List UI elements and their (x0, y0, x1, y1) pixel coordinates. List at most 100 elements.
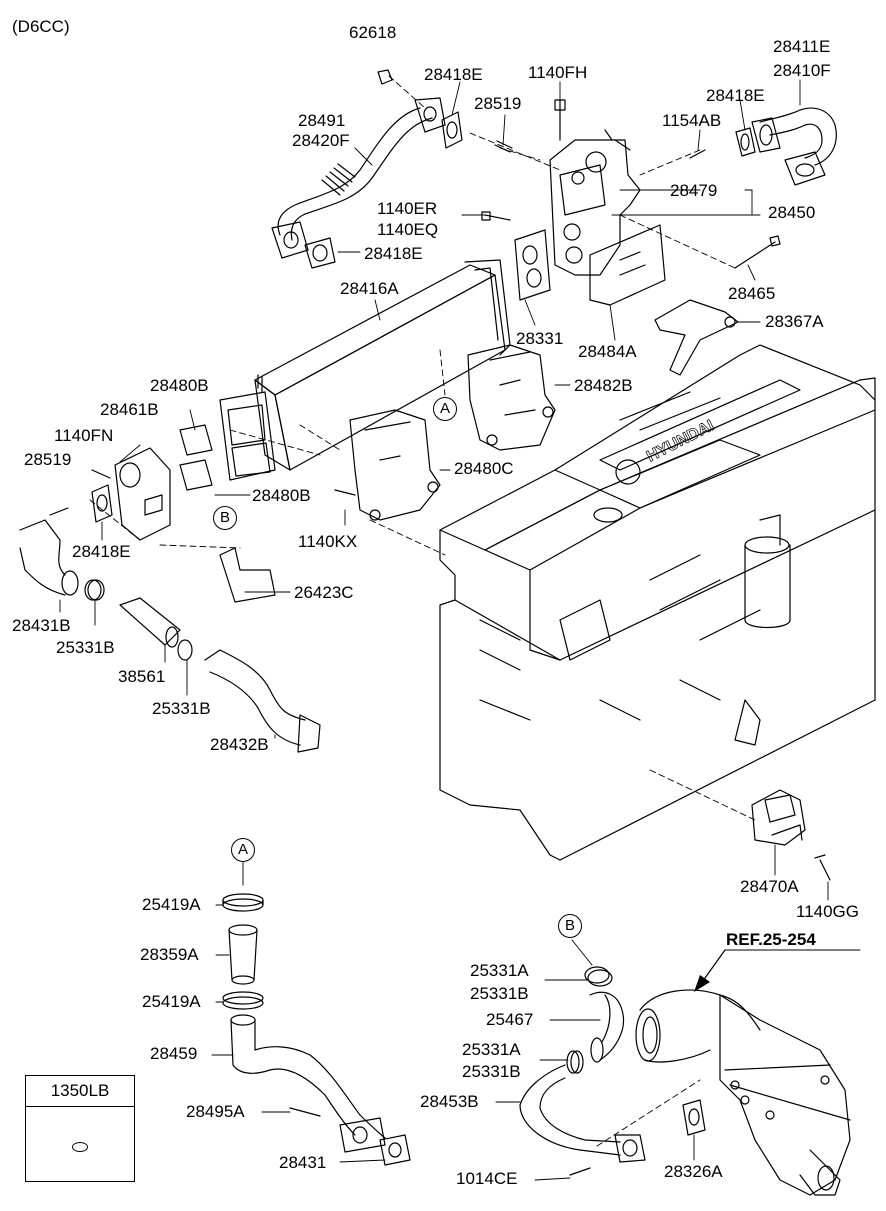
part-label-1140FH[interactable]: 1140FH (528, 63, 588, 82)
part-label-28331[interactable]: 28331 (516, 329, 564, 348)
hose-28359A (228, 924, 258, 985)
bracket-28480C (349, 409, 441, 521)
part-label-28418E-mid[interactable]: 28418E (364, 244, 423, 263)
bracket-28482B (467, 344, 556, 451)
part-label-25331A-bot[interactable]: 25331A (462, 1040, 521, 1059)
part-label-1140ER[interactable]: 1140ER (377, 199, 438, 218)
pipe-28432B (204, 649, 321, 753)
stud-28519-left (49, 507, 69, 516)
hose-38561 (119, 597, 181, 646)
part-label-28519-top[interactable]: 28519 (474, 94, 522, 113)
part-label-1014CE[interactable]: 1014CE (456, 1169, 518, 1188)
bolt-28465 (734, 235, 781, 269)
flap-28480B-top (179, 424, 213, 456)
callout-A-bot: A (231, 838, 255, 862)
part-label-38561[interactable]: 38561 (118, 667, 166, 686)
clamp-25419A-top (222, 893, 264, 912)
bolt-1014CE (569, 1167, 591, 1176)
nut-62618 (377, 69, 393, 85)
flange-28459 (339, 1117, 386, 1153)
part-label-28453B[interactable]: 28453B (420, 1092, 479, 1111)
part-label-28431B[interactable]: 28431B (12, 616, 71, 635)
callout-B-top: B (213, 506, 237, 530)
ref-label[interactable]: REF.25-254 (726, 930, 816, 949)
part-label-28484A[interactable]: 28484A (578, 342, 637, 361)
part-label-25419A-bot[interactable]: 25419A (142, 992, 201, 1011)
egr-pipe-28411E (689, 107, 837, 186)
part-label-28470A[interactable]: 28470A (740, 877, 799, 896)
part-label-28431[interactable]: 28431 (279, 1153, 327, 1172)
part-label-28491[interactable]: 28491 (298, 111, 346, 130)
part-label-28479[interactable]: 28479 (670, 181, 718, 200)
gasket-28418E-top (441, 111, 463, 149)
part-label-28459[interactable]: 28459 (150, 1044, 198, 1063)
part-label-62618[interactable]: 62618 (349, 23, 397, 42)
part-label-28519-left[interactable]: 28519 (24, 450, 72, 469)
hose-25467 (589, 991, 624, 1063)
part-label-28359A[interactable]: 28359A (140, 945, 199, 964)
part-label-25331A-top[interactable]: 25331A (470, 961, 529, 980)
part-label-28450[interactable]: 28450 (768, 203, 816, 222)
part-label-28367A[interactable]: 28367A (765, 312, 824, 331)
part-label-28326A[interactable]: 28326A (664, 1162, 723, 1181)
part-label-1140GG[interactable]: 1140GG (796, 902, 860, 921)
part-label-28418E-low[interactable]: 28418E (72, 542, 131, 561)
part-label-28420F[interactable]: 28420F (292, 131, 350, 150)
part-label-28410F[interactable]: 28410F (773, 61, 831, 80)
clamp-25331A-bot (566, 1050, 584, 1074)
part-label-28480B-top[interactable]: 28480B (150, 376, 209, 395)
bolt-1140ER (481, 211, 511, 221)
clamp-25331B-a (84, 579, 102, 601)
engine-block (439, 344, 876, 861)
part-label-1140FN[interactable]: 1140FN (54, 426, 114, 445)
pipe-28431B (19, 519, 79, 596)
part-label-28416A[interactable]: 28416A (340, 279, 399, 298)
part-label-1140KX[interactable]: 1140KX (298, 532, 358, 551)
gasket-28326A (682, 1099, 706, 1136)
gasket-28480B (219, 391, 276, 481)
part-label-28411E[interactable]: 28411E (773, 37, 831, 56)
part-label-28461B[interactable]: 28461B (100, 400, 159, 419)
gasket-28418E-mid (304, 237, 336, 269)
flange-28461B (114, 447, 171, 541)
callout-B-bot: B (558, 914, 582, 938)
pipe-28453B (519, 1064, 646, 1163)
bolt-1140FH (554, 99, 566, 141)
part-label-1154AB[interactable]: 1154AB (662, 111, 722, 130)
egr-pipe-28491 (271, 97, 446, 259)
clamp-25419A-bot (222, 991, 264, 1010)
part-label-25467[interactable]: 25467 (486, 1010, 534, 1029)
part-label-25419A-top[interactable]: 25419A (142, 895, 201, 914)
bolt-1140KX (334, 489, 356, 496)
part-label-26423C[interactable]: 26423C (294, 583, 354, 602)
part-label-28465[interactable]: 28465 (728, 284, 776, 303)
stud-28519 (494, 140, 513, 153)
bolt-28495A (289, 1107, 321, 1117)
part-label-25331B-b[interactable]: 25331B (152, 699, 211, 718)
flap-28480B-bot (179, 459, 213, 491)
egr-cooler-28416A (254, 259, 511, 471)
part-label-25331B-top[interactable]: 25331B (470, 984, 529, 1003)
egr-valve-28450 (549, 129, 641, 276)
part-label-28418E-right[interactable]: 28418E (706, 86, 765, 105)
legend-box: 1350LB (25, 1075, 135, 1182)
bolt-1140FN (91, 469, 111, 479)
part-label-1140EQ[interactable]: 1140EQ (377, 220, 439, 239)
o-ring-icon (72, 1142, 88, 1152)
legend-part-label[interactable]: 1350LB (26, 1076, 134, 1107)
part-label-28480B-bot[interactable]: 28480B (252, 486, 311, 505)
dashed-leaders (89, 75, 756, 1147)
part-label-28495A[interactable]: 28495A (186, 1102, 245, 1121)
label-leaders (59, 79, 829, 1181)
part-label-28432B[interactable]: 28432B (210, 735, 269, 754)
bracket-28367A (654, 299, 739, 376)
part-label-28480C[interactable]: 28480C (454, 459, 514, 478)
part-label-25331B-bot[interactable]: 25331B (462, 1062, 521, 1081)
part-label-25331B-a[interactable]: 25331B (56, 638, 115, 657)
part-label-28482B[interactable]: 28482B (574, 376, 633, 395)
engine-code: (D6CC) (12, 17, 70, 36)
part-label-28418E-top[interactable]: 28418E (424, 65, 483, 84)
gasket-28418E-low (91, 484, 113, 523)
bolt-1140GG (814, 854, 831, 881)
